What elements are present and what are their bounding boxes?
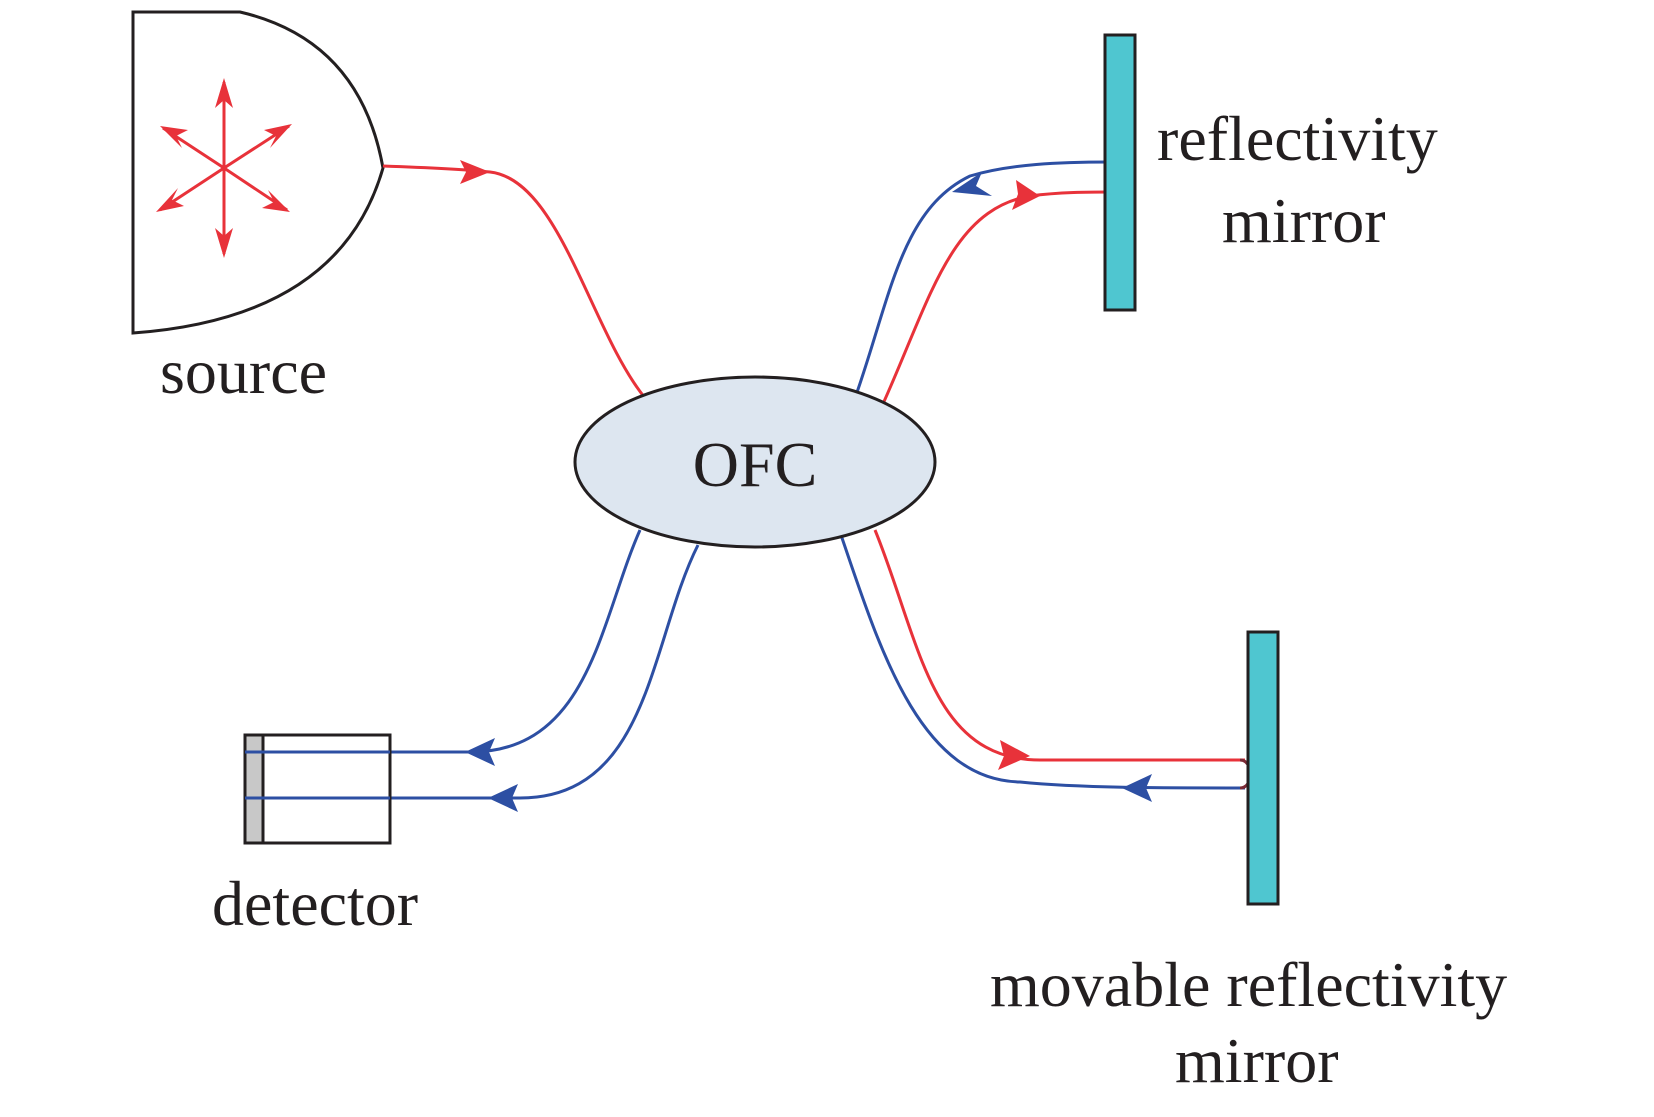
source-housing bbox=[131, 10, 385, 335]
radiation-icon bbox=[156, 78, 292, 258]
arrow-from-mirror bbox=[952, 172, 992, 196]
mirror2-label-line1: movable reflectivity bbox=[990, 949, 1507, 1020]
movable-reflectivity-mirror bbox=[1246, 630, 1280, 906]
direction-arrows bbox=[460, 160, 1152, 812]
fiber-source-to-ofc bbox=[382, 164, 647, 399]
arrow-source-out bbox=[460, 160, 490, 184]
fiber-ofc-to-mirror-forward bbox=[880, 190, 1111, 407]
detector-label: detector bbox=[212, 868, 418, 939]
mirror1-label-line2: mirror bbox=[1222, 185, 1386, 256]
ofc-coupler: OFC bbox=[573, 375, 937, 549]
arrow-detector-lower bbox=[488, 784, 518, 812]
source-block bbox=[131, 10, 385, 335]
fibers bbox=[245, 160, 1252, 800]
ofc-ellipse bbox=[573, 375, 937, 549]
mirror2-label-line2: mirror bbox=[1175, 1025, 1339, 1096]
reflectivity-mirror bbox=[1103, 33, 1137, 312]
source-label: source bbox=[160, 336, 327, 407]
arrow-to-mirror bbox=[1012, 180, 1040, 210]
fiber-mirror-to-ofc-return bbox=[853, 160, 1111, 399]
fiber-ofc-to-detector-upper bbox=[245, 529, 642, 754]
arrow-from-movable-mirror bbox=[1122, 774, 1152, 802]
ofc-label: OFC bbox=[693, 429, 818, 500]
fiber-movable-to-ofc-return bbox=[838, 531, 1246, 790]
fiber-ofc-to-movable-forward bbox=[873, 529, 1245, 762]
detector-sensor-face bbox=[243, 733, 265, 845]
mirror1-label-line1: reflectivity bbox=[1157, 103, 1438, 174]
arrow-to-movable-mirror bbox=[998, 740, 1030, 770]
arrow-detector-upper bbox=[465, 738, 495, 766]
detector-block bbox=[243, 733, 392, 845]
mirror1-plate bbox=[1103, 33, 1137, 312]
mirror2-plate bbox=[1246, 630, 1280, 906]
